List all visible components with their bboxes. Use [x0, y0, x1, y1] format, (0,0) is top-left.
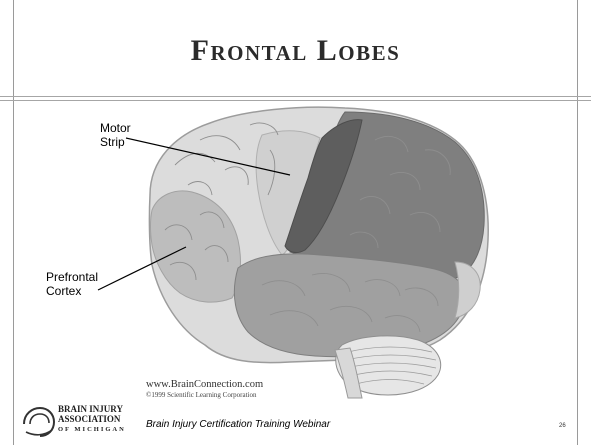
motor-strip-label: Motor Strip: [100, 121, 131, 149]
footer-text: Brain Injury Certification Training Webi…: [146, 419, 330, 430]
image-credit-copyright: ©1999 Scientific Learning Corporation: [146, 391, 257, 399]
motor-strip-label-line1: Motor: [100, 121, 131, 135]
page-number: 26: [559, 423, 566, 429]
motor-strip-label-line2: Strip: [100, 135, 131, 149]
logo-text-line1: BRAIN INJURY: [58, 404, 123, 414]
image-credit-url: www.BrainConnection.com: [146, 379, 263, 390]
logo-text-line2: ASSOCIATION: [58, 414, 120, 424]
prefrontal-cortex-label: Prefrontal Cortex: [46, 270, 98, 298]
prefrontal-label-line2: Cortex: [46, 284, 98, 298]
prefrontal-label-line1: Prefrontal: [46, 270, 98, 284]
logo-text-line3: OF MICHIGAN: [58, 426, 126, 433]
